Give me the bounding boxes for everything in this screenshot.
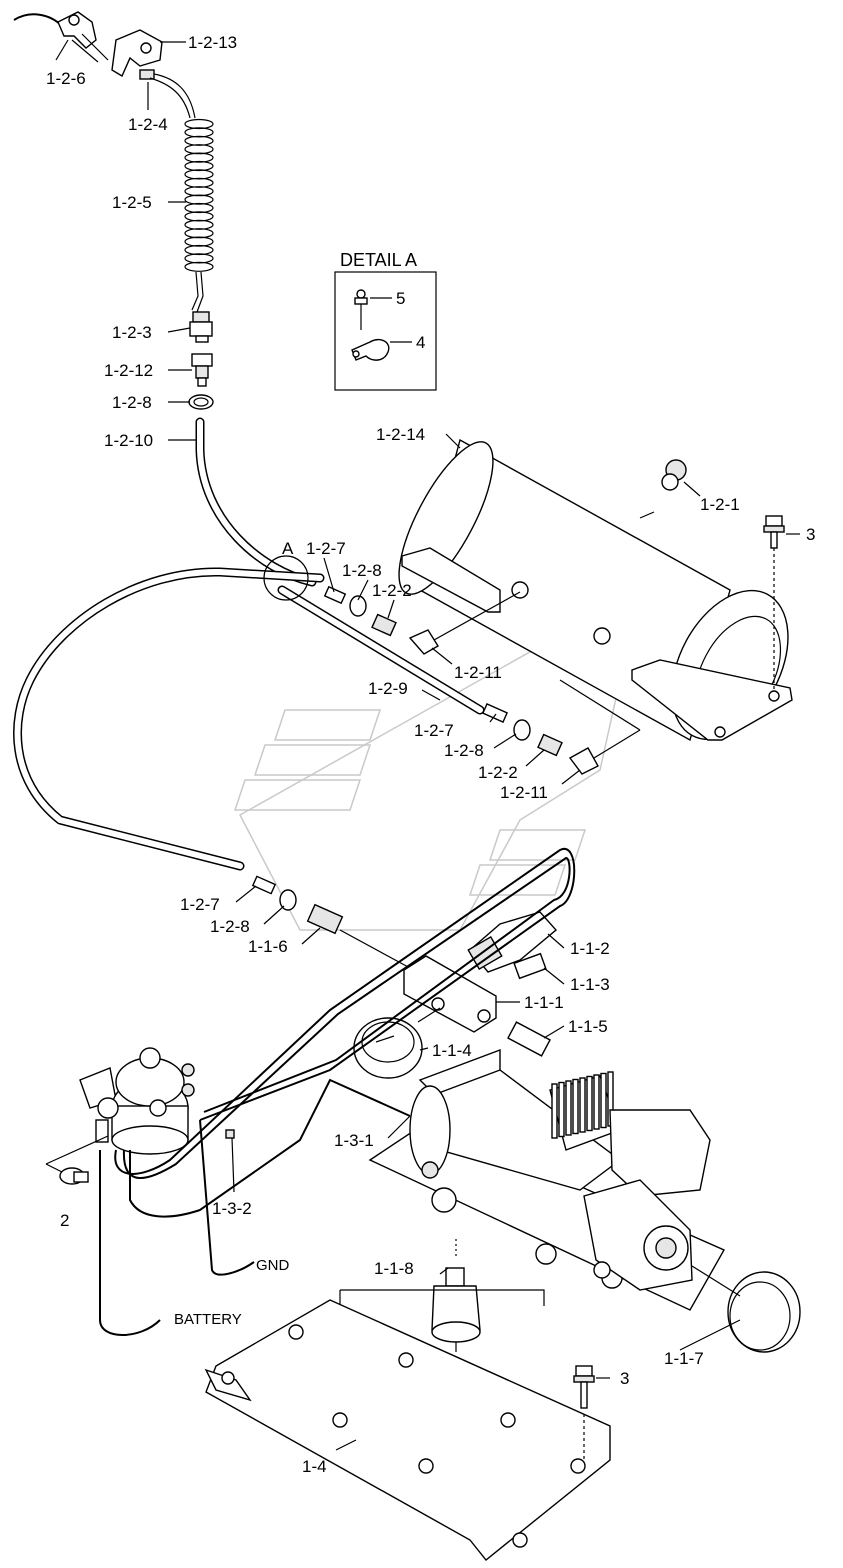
callout-1-3-2: 1-3-2 bbox=[212, 1199, 252, 1218]
coil-turn bbox=[184, 135, 214, 146]
bolt-3-top bbox=[763, 515, 785, 690]
manifold-block bbox=[403, 955, 497, 1033]
callout-1-2-11-a: 1-2-11 bbox=[454, 663, 502, 682]
callout-1-2-3: 1-2-3 bbox=[112, 323, 152, 342]
detail-callout-4: 4 bbox=[416, 333, 425, 352]
callout-1-2-8-b: 1-2-8 bbox=[444, 741, 484, 760]
coiled-air-hose bbox=[149, 73, 214, 313]
callout-1-1-8: 1-1-8 bbox=[374, 1259, 414, 1278]
callout-1-2-7-a: 1-2-7 bbox=[306, 539, 346, 558]
callout-1-2-1: 1-2-1 bbox=[700, 495, 740, 514]
callout-1-2-7-b: 1-2-7 bbox=[414, 721, 454, 740]
wire-label-gnd: GND bbox=[256, 1257, 290, 1274]
callout-1-1-6: 1-1-6 bbox=[248, 937, 288, 956]
coil-turn bbox=[184, 228, 214, 239]
coil-turn bbox=[184, 211, 214, 222]
callout-1-2-8-top: 1-2-8 bbox=[112, 393, 152, 412]
callout-1-1-2: 1-1-2 bbox=[570, 939, 610, 958]
cooling-fin bbox=[600, 1072, 607, 1129]
cooling-fin bbox=[586, 1075, 593, 1132]
coil-turn bbox=[184, 219, 214, 230]
pressure-gauge bbox=[353, 1007, 441, 1079]
callout-1-2-6: 1-2-6 bbox=[46, 69, 86, 88]
cooling-fin bbox=[572, 1078, 579, 1135]
coil-turn bbox=[184, 169, 214, 180]
callout-1-2-4: 1-2-4 bbox=[128, 115, 168, 134]
callout-1-1-1: 1-1-1 bbox=[524, 993, 564, 1012]
coil-turn bbox=[184, 118, 214, 130]
callout-1-2-2-b: 1-2-2 bbox=[478, 763, 518, 782]
air-tube-1-2-9 bbox=[13, 555, 485, 871]
callout-1-2-10: 1-2-10 bbox=[104, 431, 153, 450]
callout-1-3-1: 1-3-1 bbox=[334, 1131, 374, 1150]
callout-2: 2 bbox=[60, 1211, 69, 1230]
wire-label-battery: BATTERY bbox=[174, 1311, 242, 1328]
safety-valve bbox=[339, 1236, 545, 1420]
detail-a-box bbox=[334, 271, 437, 391]
callout-1-2-8-a: 1-2-8 bbox=[342, 561, 382, 580]
relay-solenoid bbox=[79, 1047, 195, 1155]
detail-callout-5: 5 bbox=[396, 289, 405, 308]
callout-1-4: 1-4 bbox=[302, 1457, 327, 1476]
coil-turn bbox=[184, 202, 214, 214]
callout-1-2-8-c: 1-2-8 bbox=[210, 917, 250, 936]
coil-turn bbox=[184, 236, 214, 247]
callout-1-1-3: 1-1-3 bbox=[570, 975, 610, 994]
gun-holder-bracket bbox=[111, 29, 163, 80]
coil-turn bbox=[184, 144, 214, 155]
fitting-1-2-3 bbox=[189, 311, 213, 343]
fitting-1-1-3 bbox=[513, 952, 547, 980]
coil-turn bbox=[184, 261, 214, 272]
coil-turn bbox=[184, 194, 214, 205]
section-mark-a: A bbox=[282, 539, 294, 558]
coil-turn bbox=[184, 244, 214, 256]
coil-turn bbox=[184, 253, 214, 264]
coil-turn bbox=[184, 160, 214, 172]
callout-1-2-11-b: 1-2-11 bbox=[500, 783, 548, 802]
filter-cap bbox=[691, 1265, 801, 1353]
bolt-2 bbox=[45, 1135, 109, 1185]
air-tank bbox=[398, 438, 793, 742]
hose-clamp-1-2-8 bbox=[188, 394, 214, 410]
coil-turn bbox=[184, 127, 214, 138]
fittings-lower-run bbox=[481, 679, 641, 775]
callout-1-1-7: 1-1-7 bbox=[664, 1349, 704, 1368]
callout-1-2-7-c: 1-2-7 bbox=[180, 895, 220, 914]
blow-gun bbox=[13, 11, 109, 63]
callout-1-2-13: 1-2-13 bbox=[188, 33, 237, 52]
callout-labels: 1-2-6 1-2-13 1-2-4 1-2-5 1-2-3 1-2-12 1-… bbox=[46, 33, 815, 1476]
cooling-fin bbox=[565, 1080, 572, 1136]
cooling-fin bbox=[551, 1083, 558, 1139]
coil-turn bbox=[184, 186, 214, 197]
base-plate bbox=[204, 1299, 611, 1561]
callout-1-2-9: 1-2-9 bbox=[368, 679, 408, 698]
coil-turn bbox=[184, 152, 214, 163]
callout-3-bottom: 3 bbox=[620, 1369, 629, 1388]
bolt-3-bottom bbox=[573, 1365, 595, 1409]
coil-turn bbox=[184, 177, 214, 188]
fitting-1-1-5 bbox=[507, 1021, 551, 1057]
cooling-fin bbox=[558, 1081, 565, 1138]
callout-3-top: 3 bbox=[806, 525, 815, 544]
fittings-compressor-side bbox=[251, 875, 411, 969]
cooling-fin bbox=[593, 1074, 600, 1130]
leader-lines bbox=[55, 39, 800, 1451]
fittings-upper-run bbox=[323, 585, 521, 655]
fitting-1-2-12 bbox=[191, 353, 213, 387]
callout-1-2-12: 1-2-12 bbox=[104, 361, 153, 380]
detail-a-title: DETAIL A bbox=[340, 250, 417, 270]
callout-1-1-4: 1-1-4 bbox=[432, 1041, 472, 1060]
compressor-unit bbox=[368, 1048, 725, 1311]
cooling-fin bbox=[579, 1077, 586, 1133]
callout-1-2-14: 1-2-14 bbox=[376, 425, 425, 444]
callout-1-1-5: 1-1-5 bbox=[568, 1017, 608, 1036]
callout-1-2-2-a: 1-2-2 bbox=[372, 581, 412, 600]
callout-1-2-5: 1-2-5 bbox=[112, 193, 152, 212]
